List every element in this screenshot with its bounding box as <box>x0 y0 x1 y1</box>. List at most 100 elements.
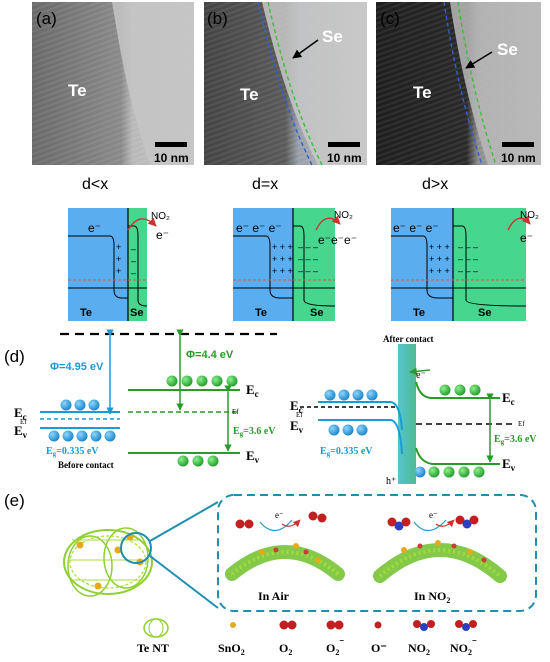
svg-text:– – –: – – – <box>298 266 318 276</box>
eg-te-label: Eg=0.335 eV <box>46 446 99 458</box>
nanotube-illustration <box>63 501 219 609</box>
ef-after-right: Ef <box>518 420 525 428</box>
panel-e-label: (e) <box>4 491 25 510</box>
in-no2-label: In NO2 <box>414 589 450 605</box>
legend-te-nt-label: Te NT <box>137 641 169 655</box>
eg-se-label: Eg=3.6 eV <box>233 426 276 438</box>
case-2-electrons: e⁻ e⁻ e⁻ <box>236 221 282 235</box>
depletion-region <box>398 344 416 484</box>
eg-se-after: Eg=3.6 eV <box>494 434 537 446</box>
air-electron: e⁻ <box>275 510 284 520</box>
ev-after-left: Ev <box>290 418 304 435</box>
tem-c-label: (c) <box>380 9 400 28</box>
svg-text:–: – <box>131 256 136 266</box>
case-3-out-electron: e⁻ <box>520 231 533 245</box>
band-case-3: d>x + + + + + + + + + – – – – – – – – – … <box>391 176 539 321</box>
legend-o2-minus-label: O2⁻ <box>326 637 344 657</box>
tem-b-label: (b) <box>207 9 228 28</box>
after-contact-caption: After contact <box>383 334 434 344</box>
after-te-balls <box>324 389 378 436</box>
interface-line-green-b <box>267 1 323 166</box>
case-1-out-electron: e⁻ <box>156 228 169 242</box>
legend-o2-minus: O2⁻ <box>326 620 344 657</box>
case-1-electron: e⁻ <box>88 221 101 235</box>
svg-text:– – –: – – – <box>458 254 478 264</box>
after-contact-diagram: After contact Ec Ef Ev Eg=0.335 eV h⁺ e⁻ <box>290 334 537 487</box>
case-2-condition: d=x <box>252 176 278 193</box>
ec-left-label: Ec <box>14 405 27 422</box>
phi-se-label: Φ=4.4 eV <box>186 349 234 361</box>
svg-text:+ + +: + + + <box>429 242 450 252</box>
zoom-circle <box>120 532 152 564</box>
case-3-gas: NO₂ <box>520 210 539 221</box>
zoom-box: e⁻ In Air e⁻ In NO2 <box>217 494 537 612</box>
svg-text:+ + +: + + + <box>429 254 450 264</box>
scale-text-c: 10 nm <box>501 151 536 165</box>
case-3-te: Te <box>413 307 425 319</box>
in-air-label: In Air <box>258 589 290 603</box>
svg-text:+ + +: + + + <box>272 266 293 276</box>
legend-o-minus-label: O⁻ <box>371 641 387 655</box>
scale-bar-a <box>155 142 187 147</box>
tem-c-se-label: Se <box>497 40 518 59</box>
case-2-gas: NO₂ <box>334 210 353 221</box>
after-se-balls <box>414 384 485 478</box>
ev-left-label: Ev <box>14 423 28 440</box>
case-2-te: Te <box>255 307 267 319</box>
tem-b-te-label: Te <box>240 85 259 104</box>
tem-b-se-label: Se <box>322 27 343 46</box>
svg-text:+ + +: + + + <box>272 242 293 252</box>
interface-line-blue-c <box>443 1 483 166</box>
legend-o2-label: O2 <box>279 641 292 657</box>
legend-no2: NO2 <box>408 620 435 657</box>
legend-sno2: SnO2 <box>218 622 245 657</box>
electron-after: e⁻ <box>416 370 426 381</box>
se-electron-balls <box>166 375 238 467</box>
ev-after-right: Ev <box>502 456 516 473</box>
te-electron-balls <box>48 399 116 442</box>
legend: Te NT SnO2 O2 O2⁻ O⁻ NO2 NO2⁻ <box>137 618 477 657</box>
ef-left-label: Ef <box>20 418 27 426</box>
ec-after-left: Ec <box>290 398 303 415</box>
scale-text-b: 10 nm <box>327 151 362 165</box>
svg-text:– – –: – – – <box>458 242 478 252</box>
case-2-se: Se <box>310 307 323 319</box>
band-case-2: d=x + + + + + + + + + – – – – – – – – – … <box>233 176 357 321</box>
band-case-1: d<x + + + – – – e⁻ e⁻ NO₂ Te Se <box>68 176 170 321</box>
svg-text:+: + <box>116 242 121 252</box>
case-1-condition: d<x <box>82 176 108 193</box>
legend-o-minus: O⁻ <box>371 621 387 655</box>
tem-panel-c: (c) Te Se 10 nm <box>376 1 541 166</box>
before-contact-diagram: Φ=4.95 eV Ec Ef Ev Eg=0.335 eV Before co… <box>14 329 277 470</box>
legend-no2-minus: NO2⁻ <box>450 620 477 657</box>
phi-te-label: Φ=4.95 eV <box>50 361 104 373</box>
scale-bar-b <box>328 142 360 147</box>
hole-label: h⁺ <box>386 476 396 487</box>
scale-bar-c <box>502 142 534 147</box>
ef-after-left: Ef <box>296 411 303 419</box>
ev-se-label: Ev <box>246 448 260 465</box>
legend-te-nt: Te NT <box>137 618 169 655</box>
interface-line-blue-b <box>257 1 313 166</box>
svg-text:– – –: – – – <box>298 242 318 252</box>
case-1-gas: NO₂ <box>151 211 170 222</box>
ec-se-label: Ec <box>246 382 259 399</box>
scale-text-a: 10 nm <box>154 151 189 165</box>
no2-electron: e⁻ <box>429 510 438 520</box>
ec-after-right: Ec <box>502 390 515 407</box>
tem-panel-a: (a) Te 10 nm <box>32 2 194 165</box>
svg-text:– – –: – – – <box>458 266 478 276</box>
case-3-condition: d>x <box>422 176 448 193</box>
legend-sno2-label: SnO2 <box>218 641 245 657</box>
case-1-plus: + <box>116 254 121 264</box>
case-1-te: Te <box>80 307 92 319</box>
tem-panel-b: (b) Te Se 10 nm <box>204 1 367 166</box>
interface-line-green-c <box>457 1 497 166</box>
svg-text:–: – <box>131 244 136 254</box>
legend-no2-minus-label: NO2⁻ <box>450 637 477 657</box>
case-2-out-electrons: e⁻e⁻e⁻ <box>318 233 357 247</box>
ef-se-label: Ef <box>232 408 239 416</box>
before-contact-caption: Before contact <box>58 460 114 470</box>
eg-te-after: Eg=0.335 eV <box>320 446 373 458</box>
